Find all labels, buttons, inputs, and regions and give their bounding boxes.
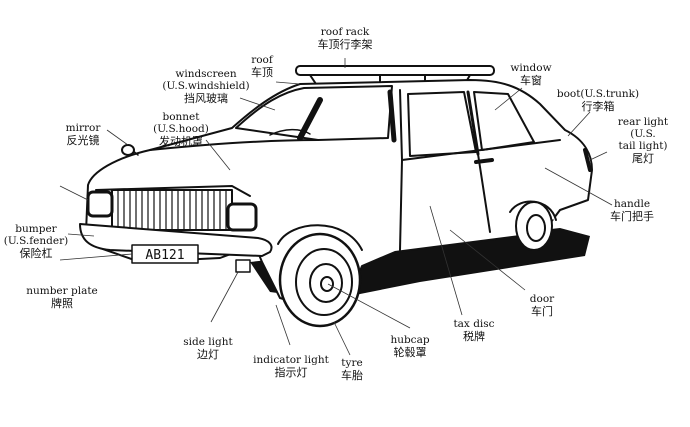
front-side-window [407,91,477,157]
label-mirror: mirror 反光镜 [58,122,108,147]
label-roof-rack: roof rack 车顶行李架 [300,26,390,51]
front-bumper [79,223,273,257]
label-rear-light-zh: 尾灯 [632,152,654,165]
label-windscreen-zh: 挡风玻璃 [184,92,228,105]
label-rear-light: rear light (U.S. tail light) 尾灯 [606,116,680,165]
label-number-plate-en: number plate [26,285,98,297]
label-indicator-light-en: indicator light [253,354,329,366]
label-number-plate-zh: 牌照 [51,297,73,310]
label-hubcap-zh: 轮毂罩 [393,346,427,359]
label-window-en: window [510,62,552,74]
label-handle-en: handle [613,198,651,210]
right-headlight [226,202,258,232]
label-windscreen-en: windscreen [175,68,237,80]
label-tyre-zh: 车胎 [341,369,363,382]
rear-light-shape [583,148,592,172]
label-mirror-en: mirror [65,122,101,134]
label-rear-light-en2: (U.S. [630,128,656,140]
label-boot-zh: 行李箱 [581,100,615,113]
label-handle-zh: 车门把手 [610,210,654,223]
label-bonnet-en: bonnet [162,111,200,123]
label-roof: roof 车顶 [240,54,284,79]
label-bumper-en: bumper [15,223,57,235]
label-bonnet-en2: (U.S.hood) [153,123,209,135]
left-headlight [86,190,114,218]
label-tyre-en: tyre [341,357,363,369]
label-door-en: door [529,293,555,305]
label-roof-en: roof [251,54,273,66]
label-boot-en: boot(U.S.trunk) [556,88,640,100]
label-door: door 车门 [520,293,564,318]
label-hubcap: hubcap 轮毂罩 [380,334,440,359]
label-indicator-light: indicator light 指示灯 [246,354,336,379]
label-tax-disc: tax disc 税牌 [444,318,504,343]
label-bonnet-zh: 发动机罩 [159,135,203,148]
label-tax-disc-zh: 税牌 [463,330,485,343]
label-side-light-zh: 边灯 [197,348,219,361]
number-plate-text: AB121 [145,248,184,263]
roof-rack-bar [295,65,495,76]
label-side-light-en: side light [183,336,233,348]
label-roof-rack-zh: 车顶行李架 [317,38,373,51]
label-mirror-zh: 反光镜 [66,134,100,147]
label-bumper: bumper (U.S.fender) 保险杠 [0,223,72,260]
label-roof-rack-en: roof rack [320,26,370,38]
label-tax-disc-en: tax disc [453,318,495,330]
label-window: window 车窗 [504,62,558,87]
label-window-zh: 车窗 [520,74,542,87]
label-handle: handle 车门把手 [600,198,664,223]
label-rear-light-en3: tail light) [618,140,668,152]
label-boot: boot(U.S.trunk) 行李箱 [548,88,648,113]
rear-side-window [473,91,535,151]
label-tyre: tyre 车胎 [330,357,374,382]
label-roof-zh: 车顶 [251,66,273,79]
label-side-light: side light 边灯 [176,336,240,361]
label-bumper-zh: 保险杠 [19,247,53,260]
label-number-plate: number plate 牌照 [22,285,102,310]
label-rear-light-en: rear light [617,116,669,128]
label-windscreen-en2: (U.S.windshield) [162,80,250,92]
label-windscreen: windscreen (U.S.windshield) 挡风玻璃 [146,68,266,105]
label-hubcap-en: hubcap [390,334,430,346]
label-bonnet: bonnet (U.S.hood) 发动机罩 [140,111,222,148]
label-door-zh: 车门 [531,305,553,318]
side-light-shape [235,259,251,273]
label-bumper-en2: (U.S.fender) [3,235,69,247]
label-indicator-light-zh: 指示灯 [274,366,308,379]
door-handle [474,158,494,164]
